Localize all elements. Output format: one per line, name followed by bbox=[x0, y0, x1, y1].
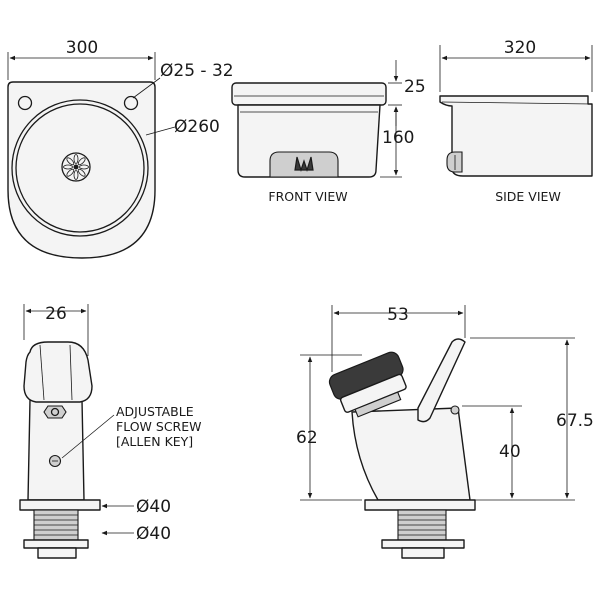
tap-nut bbox=[37, 547, 77, 559]
side-thread bbox=[397, 509, 447, 541]
basin-front-view: 25 160 FRONT VIEW bbox=[231, 60, 426, 204]
tap-side-view: 53 62 40 67.5 bbox=[296, 305, 594, 559]
outlet-height-label: 40 bbox=[499, 442, 521, 462]
tap-width-label: 26 bbox=[45, 304, 67, 324]
rim-height-label: 25 bbox=[404, 77, 426, 97]
overall-height-label: 67.5 bbox=[556, 411, 594, 431]
basin-width-label: 300 bbox=[66, 38, 98, 58]
body-height-label: 160 bbox=[382, 128, 414, 148]
flow-screw-nut bbox=[43, 405, 67, 419]
base-diameter-label-1: Ø40 bbox=[136, 497, 171, 517]
bowl-diameter-label: Ø260 bbox=[174, 117, 220, 137]
push-lever bbox=[417, 338, 466, 423]
tap-hole-label: Ø25 - 32 bbox=[160, 61, 234, 81]
tap-front-head bbox=[23, 341, 93, 403]
basin-plan-view: 300 Ø25 - 32 Ø260 bbox=[7, 38, 234, 259]
flow-screw-note-3: [ALLEN KEY] bbox=[116, 434, 193, 449]
tap-height-label: 62 bbox=[296, 428, 318, 448]
tap-hole-left bbox=[17, 95, 33, 111]
side-nut bbox=[401, 547, 445, 559]
side-body bbox=[439, 95, 593, 177]
side-base-plate bbox=[364, 499, 476, 511]
front-rim bbox=[231, 82, 387, 106]
base-diameter-label-2: Ø40 bbox=[136, 524, 171, 544]
flow-screw-note-2: FLOW SCREW bbox=[116, 419, 202, 434]
flow-screw-note-1: ADJUSTABLE bbox=[116, 404, 194, 419]
side-outlet bbox=[446, 151, 463, 173]
drain-icon bbox=[61, 152, 91, 182]
side-screw bbox=[450, 405, 460, 415]
bowl-outer bbox=[11, 99, 149, 237]
logo-icon bbox=[294, 156, 314, 172]
tap-base-plate bbox=[19, 499, 101, 511]
side-view-caption: SIDE VIEW bbox=[495, 189, 561, 204]
tap-washer bbox=[23, 539, 89, 549]
tap-depth-label: 53 bbox=[387, 305, 409, 325]
tap-side-body bbox=[351, 407, 471, 501]
basin-side-view: 320 SIDE VIEW bbox=[439, 38, 593, 204]
tap-front-view: 26 ADJUSTABLE FLOW SCREW [ALLEN KEY] Ø40… bbox=[19, 304, 202, 559]
depth-label: 320 bbox=[504, 38, 536, 58]
tap-hole-right bbox=[123, 95, 139, 111]
spout-head bbox=[328, 351, 407, 418]
side-washer bbox=[381, 539, 465, 549]
tap-thread bbox=[33, 509, 79, 541]
bowl-inner bbox=[15, 103, 145, 233]
front-view-caption: FRONT VIEW bbox=[268, 189, 347, 204]
